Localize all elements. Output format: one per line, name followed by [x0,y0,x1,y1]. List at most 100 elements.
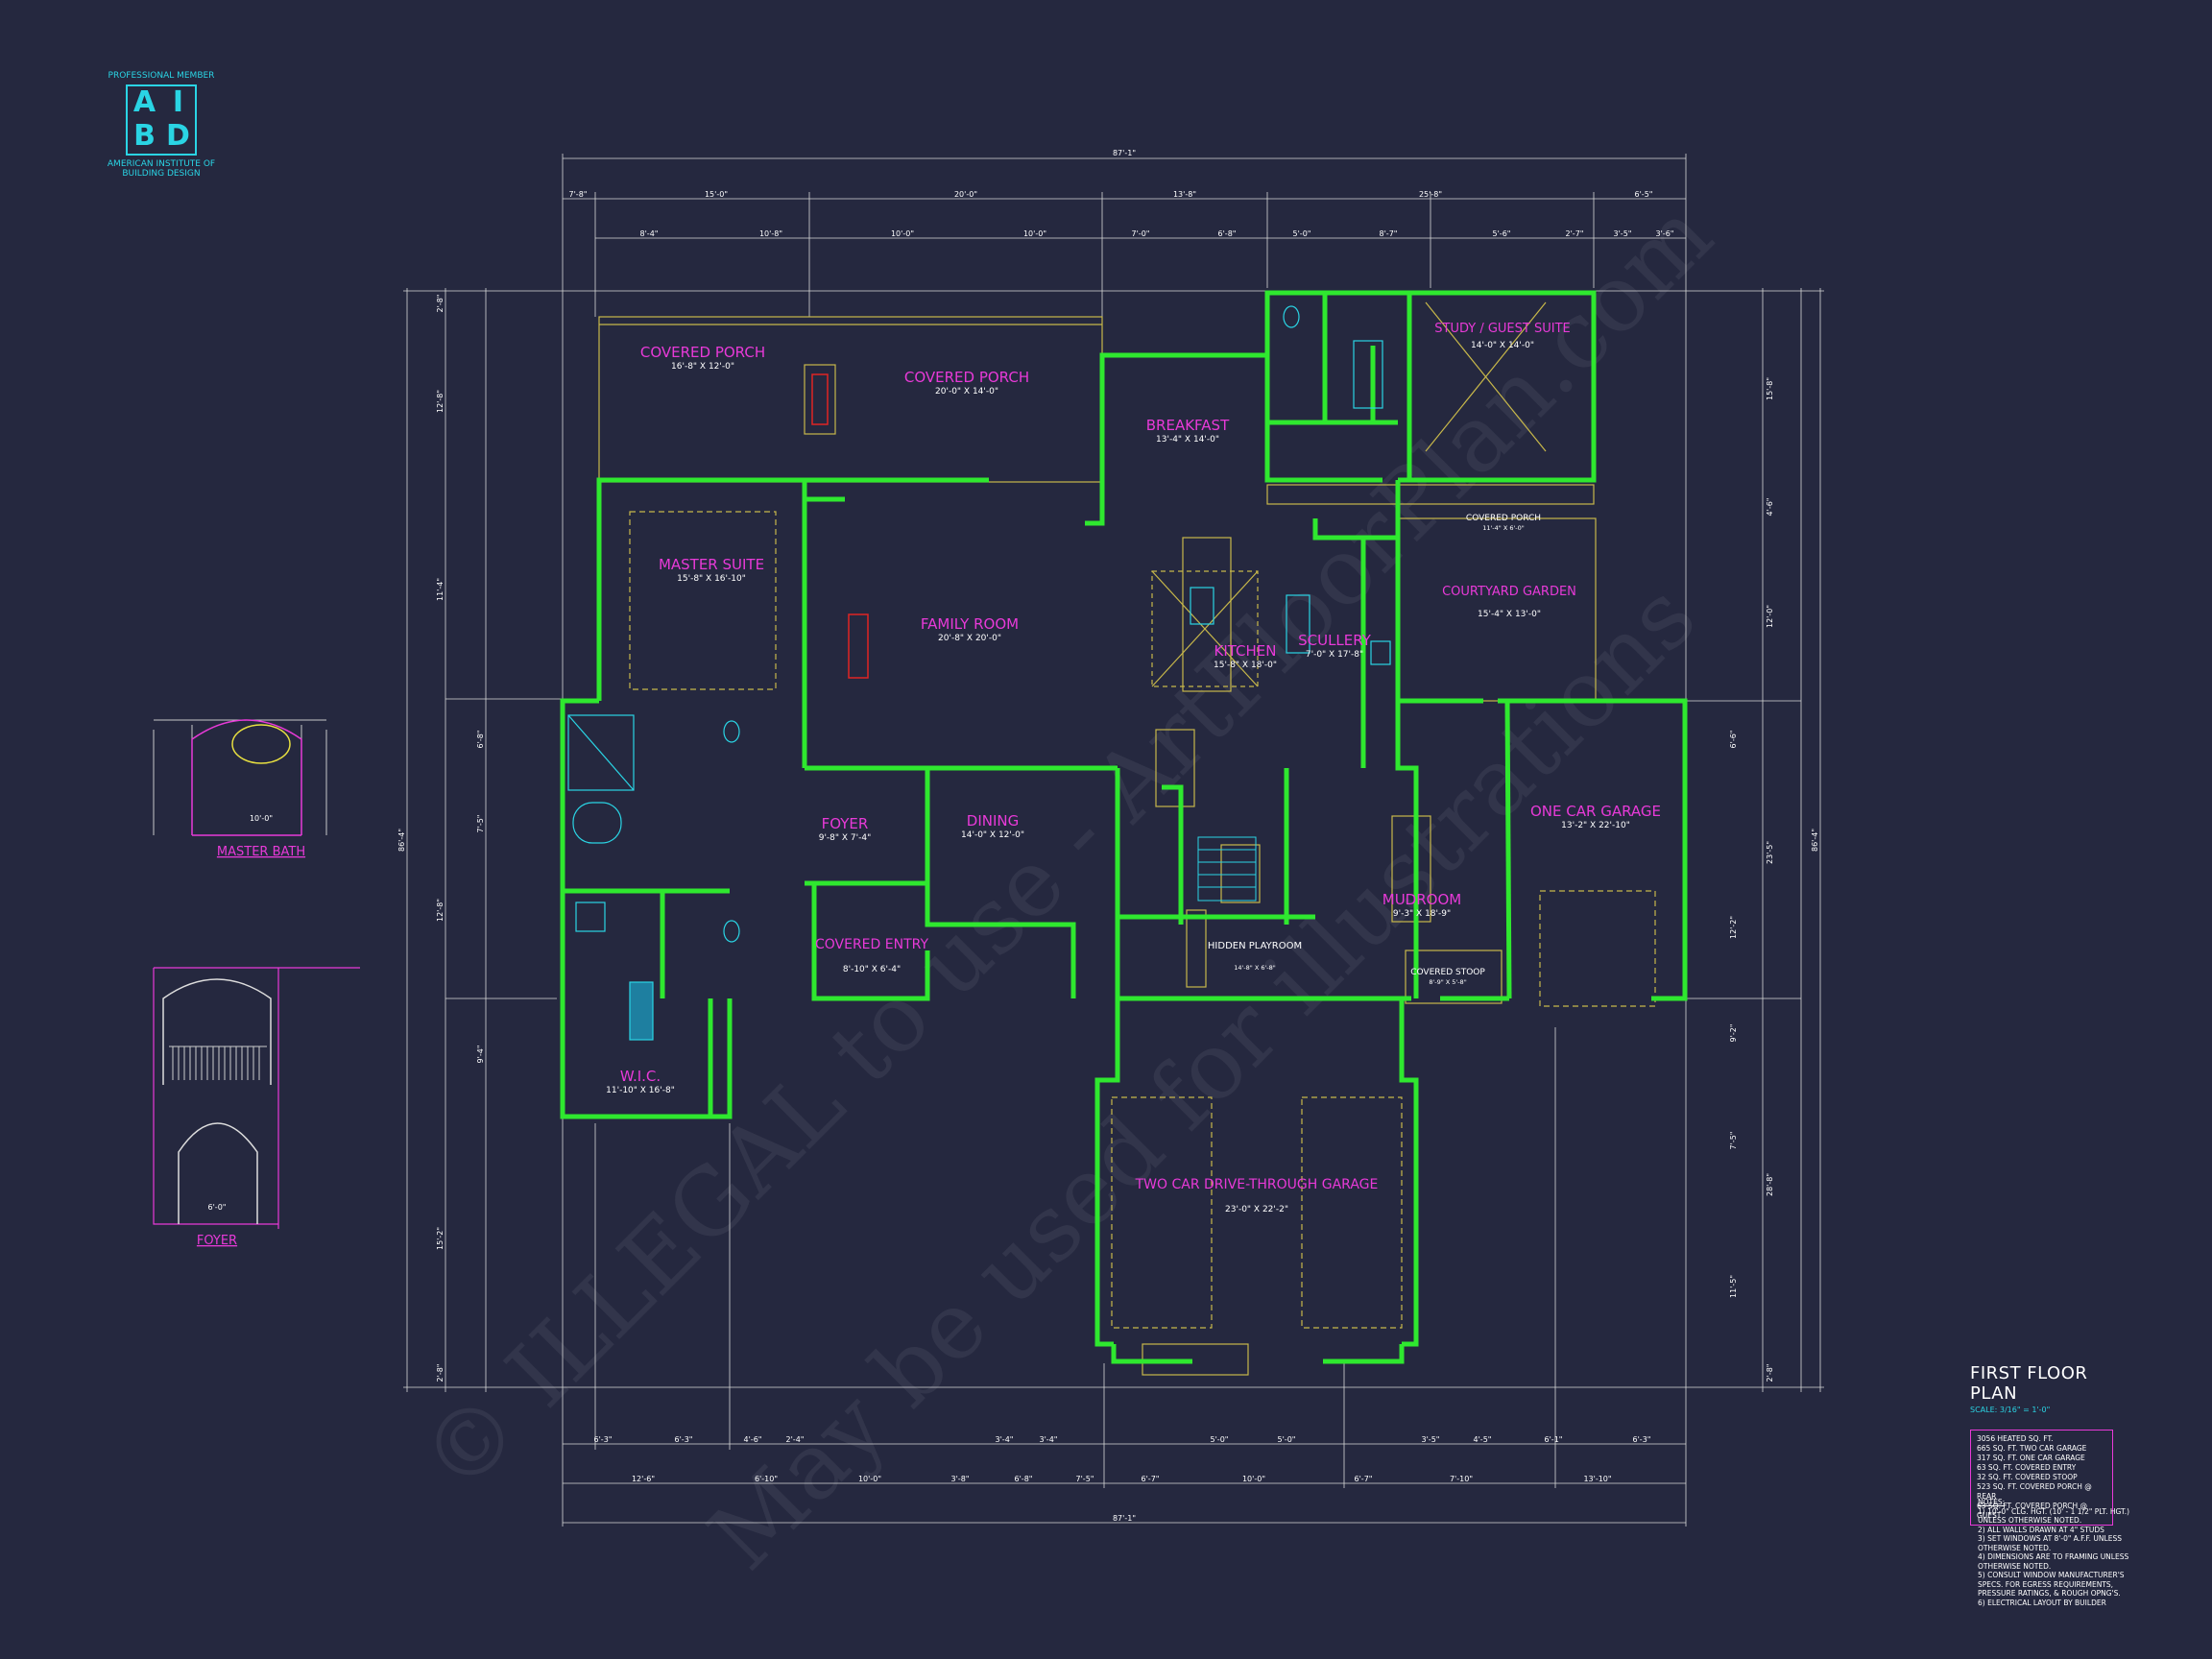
plan-legend: FIRST FLOOR PLAN SCALE: 3/16" = 1'-0" 30… [1970,1363,2114,1526]
room-dims: 8'-10" X 6'-4" [843,965,901,974]
notes-heading: NOTES: [1978,1498,2006,1506]
dim-label: 23'-5" [1766,841,1774,864]
foyer-detail: 6'-0" FOYER [153,967,360,1248]
room-name: W.I.C. [620,1068,661,1085]
dimension-lines [403,154,1824,1527]
dim-label: 7'-5" [1076,1475,1094,1483]
dim-label: 2'-8" [436,1364,445,1382]
dim-label: 9'-4" [476,1046,485,1064]
room-name: MASTER SUITE [659,556,764,573]
area-line: 3056 HEATED SQ. FT. [1977,1434,2054,1443]
dim-label: 6'-7" [1355,1475,1373,1483]
room-name: ONE CAR GARAGE [1530,803,1661,820]
dim-label: 5'-6" [1493,229,1511,238]
dim-label: 6'-8" [1015,1475,1033,1483]
area-line: 63 SQ. FT. COVERED PORCH @ GUEST [1977,1502,2088,1520]
dim-label: 6'-8" [476,731,485,749]
dim-label: 2'-7" [1566,229,1584,238]
note-item: 1) 10'-0" CLG. HGT. (10' - 1 1/2" PLT. H… [1978,1506,2130,1526]
dim-label: 12'-6" [632,1475,655,1483]
dim-label: 3'-6" [1656,229,1674,238]
dim-label: 5'-0" [1293,229,1311,238]
oval-window-icon [231,724,291,764]
dim-label: 4'-6" [744,1435,762,1444]
dim-label: 12'-8" [436,390,445,413]
dim-label: 2'-4" [786,1435,805,1444]
dim-label: 7'-5" [476,815,485,833]
area-line: 63 SQ. FT. COVERED ENTRY [1977,1463,2077,1472]
room-name: COVERED PORCH [1466,514,1541,523]
room-labels: COVERED PORCH 16'-8" X 12'-0" COVERED PO… [606,322,1661,1214]
room-dims: 14'-0" X 12'-0" [961,830,1024,840]
note-item: 6) ELECTRICAL LAYOUT BY BUILDER [1978,1598,2106,1607]
right-dimension-labels: 86'-4" 15'-8" 4'-6" 12'-0" 6'-6" 23'-5" … [1729,377,1819,1382]
room-dims: 15'-4" X 13'-0" [1478,610,1541,619]
room-dims: 23'-0" X 22'-2" [1225,1205,1288,1214]
dim-label: 6'-3" [594,1435,613,1444]
scale-value: 3/16" = 1'-0" [1999,1406,2051,1414]
room-name: TWO CAR DRIVE-THROUGH GARAGE [1135,1177,1379,1192]
room-name: MUDROOM [1382,891,1461,908]
fixtures [567,305,1391,943]
dim-label: 15'-0" [705,190,728,199]
logo-bottom-text: AMERICAN INSTITUTE OF BUILDING DESIGN [107,159,216,179]
dim-label: 12'-8" [436,899,445,922]
room-dims: 9'-8" X 7'-4" [819,833,872,843]
dim-label: 10'-0" [1023,229,1046,238]
dim-label: 10'-0" [858,1475,881,1483]
dim-label: 3'-8" [951,1475,970,1483]
top-dimension-labels: 87'-1" 7'-8" 15'-0" 20'-0" 13'-8" 25'-8"… [569,149,1674,238]
dim-label: 12'-0" [1766,605,1774,628]
room-dims: 14'-8" X 6'-8" [1234,964,1276,972]
dim-label: 9'-2" [1729,1024,1738,1043]
dim-label: 20'-0" [954,190,977,199]
dim-label: 10'-0" [891,229,914,238]
room-name: COVERED ENTRY [815,937,928,952]
logo-letter: B [133,119,156,153]
room-dims: 13'-4" X 14'-0" [1156,435,1219,445]
room-name: COURTYARD GARDEN [1442,585,1576,599]
dim-label: 4'-5" [1474,1435,1492,1444]
room-name: STUDY / GUEST SUITE [1434,322,1570,336]
note-item: 2) ALL WALLS DRAWN AT 4" STUDS [1978,1525,2104,1534]
room-name: COVERED STOOP [1410,968,1485,977]
dim-label: 7'-5" [1729,1132,1738,1150]
stairs [1197,836,1257,902]
dim-label: 6'-7" [1142,1475,1160,1483]
logo-letter: D [166,119,190,153]
dim-label: 5'-0" [1211,1435,1229,1444]
room-dims: 20'-0" X 14'-0" [935,387,998,397]
master-bath-title: MASTER BATH [217,845,305,859]
dim-label: 2'-8" [436,295,445,313]
dim-label: 8'-4" [640,229,659,238]
room-name: KITCHEN [1214,642,1277,660]
dim-label: 25'-8" [1419,190,1442,199]
bottom-dimension-labels: 6'-3" 6'-3" 4'-6" 2'-4" 3'-4" 3'-4" 5'-0… [594,1435,1651,1523]
dim-label: 6'-5" [1635,190,1653,199]
area-line: 665 SQ. FT. TWO CAR GARAGE [1977,1444,2087,1453]
room-dims: 9'-3" X 18'-9" [1393,909,1451,919]
plan-scale: SCALE: 3/16" = 1'-0" [1970,1406,2114,1414]
room-name: FOYER [822,815,869,832]
dim-label: 7'-8" [569,190,588,199]
dim-label: 4'-6" [1766,498,1774,517]
room-dims: 15'-8" X 16'-10" [677,574,746,584]
overall-width-bottom: 87'-1" [1113,1514,1136,1523]
exterior-walls [560,290,1688,1364]
scale-label: SCALE: [1970,1406,1998,1414]
dim-label: 3'-5" [1422,1435,1440,1444]
dim-label: 6'-1" [1545,1435,1563,1444]
dim-label: 3'-5" [1614,229,1632,238]
master-bath-width: 10'-0" [250,814,273,823]
area-line: 317 SQ. FT. ONE CAR GARAGE [1977,1454,2085,1462]
left-dimension-labels: 86'-4" 2'-8" 12'-8" 11'-4" 6'-8" 7'-5" 1… [397,295,485,1382]
note-item: 5) CONSULT WINDOW MANUFACTURER'S SPECS. … [1978,1571,2125,1598]
area-line: 523 SQ. FT. COVERED PORCH @ REAR [1977,1482,2092,1501]
room-dims: 7'-0" X 17'-8" [1306,650,1363,660]
note-item: 4) DIMENSIONS ARE TO FRAMING UNLESS OTHE… [1978,1552,2129,1571]
room-name: DINING [967,812,1019,830]
overall-width-top: 87'-1" [1113,149,1136,157]
room-dims: 20'-8" X 20'-0" [938,634,1001,643]
master-bath-detail: 10'-0" MASTER BATH [153,719,327,859]
area-summary: 3056 HEATED SQ. FT. 665 SQ. FT. TWO CAR … [1970,1430,2113,1526]
